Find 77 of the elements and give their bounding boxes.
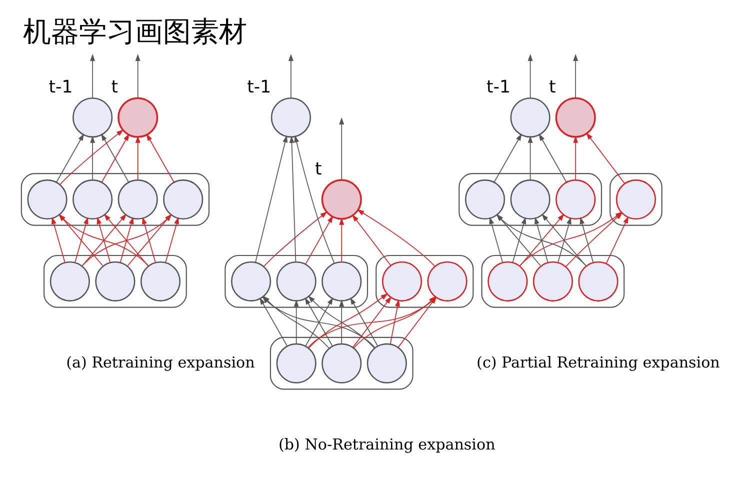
arrow [60, 130, 124, 185]
arrow [165, 216, 179, 263]
arrow [90, 136, 96, 180]
node-circle [366, 343, 407, 384]
arrow [146, 134, 174, 183]
label: (c) Partial Retraining expansion [476, 353, 720, 372]
arrow [90, 54, 96, 98]
arrow [294, 135, 335, 264]
arrow [528, 136, 533, 180]
node-label: t-1 [486, 78, 510, 98]
label: (a) Retraining expansion [66, 353, 255, 372]
node-circle [322, 343, 362, 384]
arrow [489, 216, 503, 263]
cluster [270, 336, 414, 390]
label: (b) No-Retraining expansion [278, 435, 496, 454]
cluster [481, 254, 625, 308]
arrow [494, 134, 522, 183]
node-circle [276, 343, 316, 384]
arrow [56, 134, 84, 183]
arrow [586, 132, 626, 184]
node-circle [322, 261, 362, 302]
arrow [308, 293, 388, 348]
node-circle [118, 97, 158, 138]
arrow [289, 136, 296, 262]
arrow [82, 214, 127, 266]
node-circle [50, 261, 90, 302]
node-circle [532, 261, 573, 302]
arrow [305, 216, 334, 265]
arrow [101, 134, 130, 183]
arrow [538, 134, 567, 183]
node-circle [72, 97, 113, 138]
node-label: t [111, 78, 118, 98]
arrow [255, 135, 288, 263]
node-label: t-1 [48, 78, 73, 98]
node-circle [555, 97, 596, 138]
node-circle [510, 97, 550, 138]
arrow [74, 216, 88, 263]
arrow [558, 216, 572, 263]
arrow [339, 300, 344, 344]
arrow [339, 218, 344, 262]
arrow [352, 296, 392, 348]
arrow [104, 214, 148, 266]
cluster [44, 254, 187, 308]
node-circle [140, 261, 181, 302]
arrow [580, 216, 594, 263]
arrow [142, 216, 156, 263]
arrow [263, 211, 328, 267]
arrow [534, 216, 548, 263]
node-circle [95, 261, 136, 302]
arrow [352, 214, 392, 266]
arrow [339, 117, 344, 180]
arrow [135, 54, 140, 98]
arrow [52, 216, 66, 263]
arrow [288, 54, 294, 98]
arrow [120, 216, 134, 263]
arrow [294, 300, 299, 344]
arrow [135, 136, 140, 180]
node-circle [427, 261, 468, 302]
arrow [356, 209, 436, 267]
arrow [512, 216, 526, 263]
diagram-title: 机器学习画图素材 [23, 15, 248, 48]
node-circle [270, 97, 311, 138]
arrow [573, 54, 578, 98]
arrow [260, 297, 288, 347]
node-label: t [549, 78, 556, 98]
arrow [96, 216, 111, 263]
arrow [528, 54, 533, 98]
node-circle [578, 261, 618, 302]
arrow [390, 299, 400, 345]
arrow [308, 296, 375, 349]
arrow [542, 214, 586, 266]
arrow [606, 216, 629, 264]
arrow [350, 297, 378, 347]
node-label: t-1 [247, 78, 272, 98]
node-label: t [315, 159, 322, 180]
arrow [573, 136, 578, 180]
node-circle [488, 261, 528, 302]
